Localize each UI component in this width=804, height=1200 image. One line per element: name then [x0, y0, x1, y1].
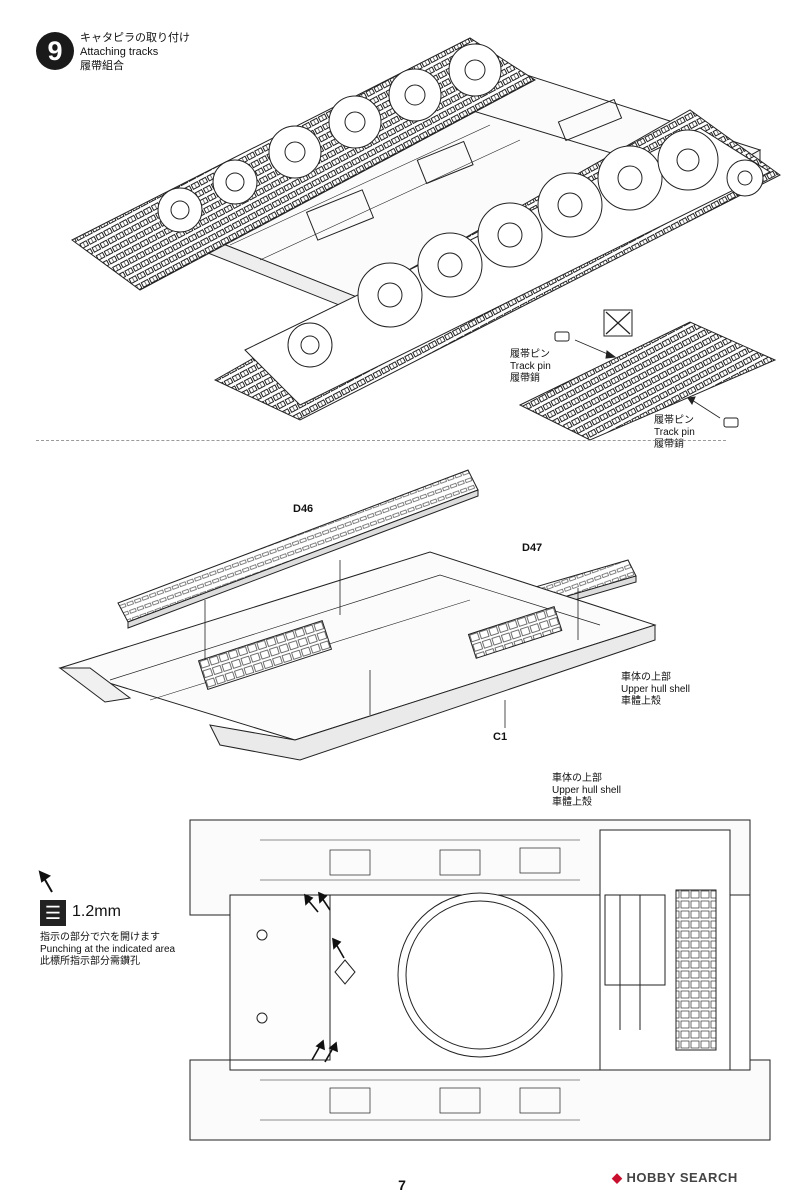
chassis-with-tracks [71, 37, 781, 421]
part-label-c1: C1 [493, 731, 508, 743]
step-title-jp: キャタピラの取り付け [80, 32, 190, 44]
drill-icon: ☰ [40, 900, 66, 926]
upper-hull-label-1: 車体の上部 Upper hull shell 車體上殼 [621, 672, 690, 707]
step-title-cn: 履帶組合 [80, 60, 124, 72]
watermark: ◆HOBBY SEARCH [612, 1170, 738, 1185]
hull-top-view [189, 819, 771, 1141]
part-label-d47: D47 [522, 542, 543, 554]
part-label-d46: D46 [293, 503, 314, 515]
step-title: キャタピラの取り付け Attaching tracks 履帶組合 [80, 31, 190, 73]
drill-size: 1.2mm [72, 903, 121, 920]
hobby-search-logo-icon: ◆ [612, 1170, 623, 1185]
section-divider [36, 440, 726, 441]
track-pin-label-right: 履帯ピン Track pin 履帶銷 [654, 415, 695, 450]
step-number-badge: 9 [36, 32, 74, 70]
punch-arrows [304, 891, 345, 1063]
upper-hull-label-2: 車体の上部 Upper hull shell 車體上殼 [552, 773, 621, 808]
page-number: 7 [398, 1177, 406, 1193]
track-pin-label-left: 履帯ピン Track pin 履帶銷 [510, 349, 551, 384]
arrow-icon [38, 870, 53, 893]
upper-hull-assembly [58, 469, 657, 761]
track-pin-detail [518, 309, 777, 441]
drill-instruction: 指示の部分で穴を開けます Punching at the indicated a… [40, 932, 176, 967]
step-title-en: Attaching tracks [80, 46, 159, 58]
